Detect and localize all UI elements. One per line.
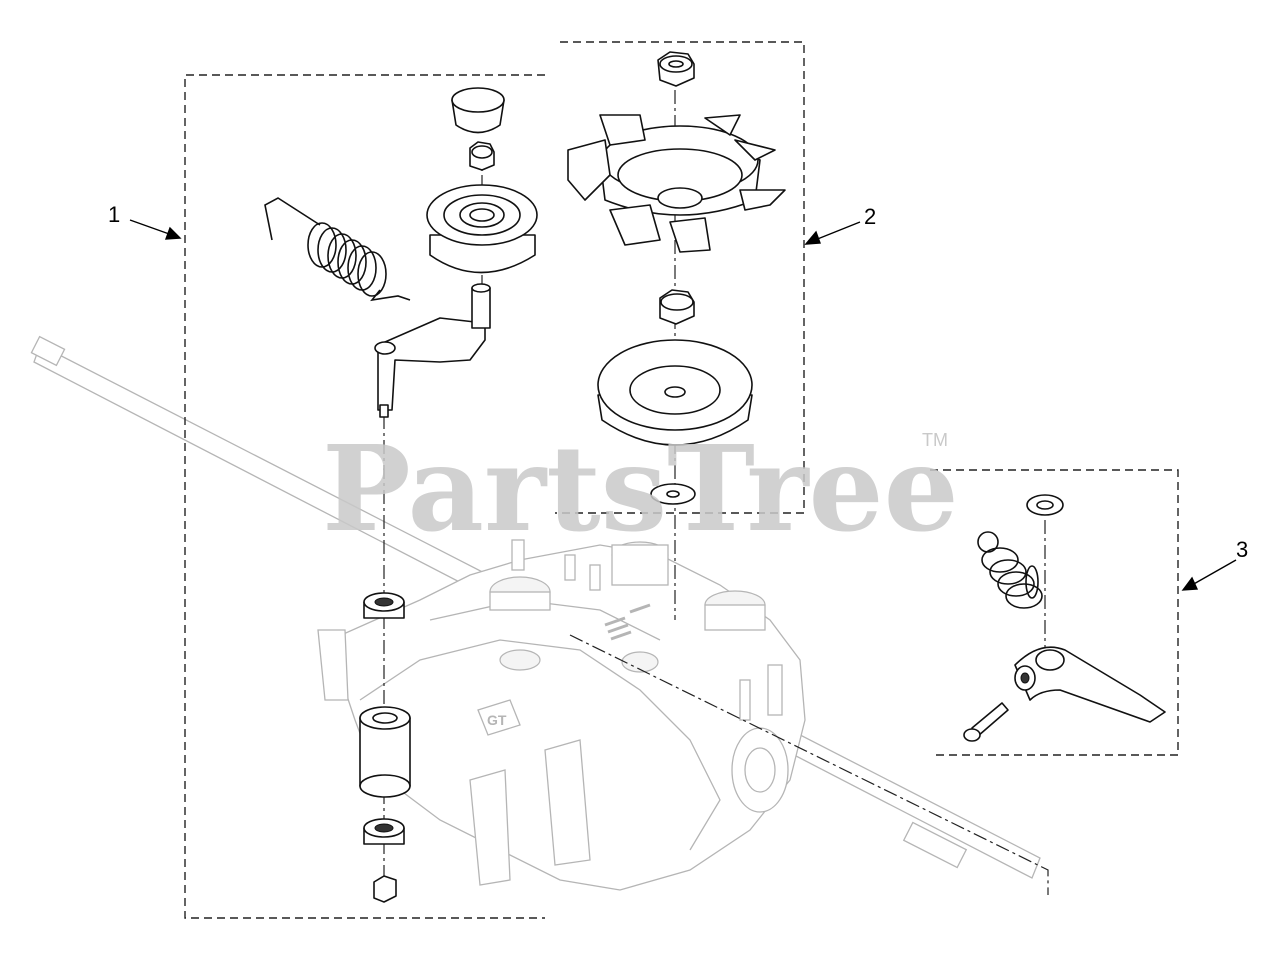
bracket-spring — [977, 531, 1043, 609]
callout-1: 1 — [108, 202, 120, 227]
input-pulley — [597, 339, 753, 446]
tension-spring — [264, 197, 411, 302]
bushing-spacer — [359, 706, 411, 798]
group-box-1 — [184, 74, 545, 919]
callout-arrows — [129, 219, 1237, 591]
group-box-3 — [930, 469, 1179, 756]
group-3-parts — [963, 494, 1166, 742]
callout-2: 2 — [864, 204, 876, 229]
lower-bearing — [363, 818, 405, 845]
upper-bearing — [363, 592, 405, 619]
group-box-2 — [555, 41, 805, 514]
arm-pin — [471, 287, 491, 329]
cooling-fan — [567, 114, 786, 253]
group-1-parts — [264, 87, 538, 903]
axis-shaft — [569, 634, 1049, 895]
transaxle-housing: GT — [30, 335, 1041, 891]
idler-pulley — [429, 234, 536, 274]
callout-3: 3 — [1236, 537, 1248, 562]
trademark-mark: TM — [922, 430, 948, 450]
partstree-watermark: PartsTree — [322, 419, 959, 558]
group-2-parts — [567, 51, 786, 505]
svg-text:GT: GT — [487, 712, 507, 728]
idler-arm — [377, 317, 486, 411]
lower-nut — [373, 875, 397, 903]
